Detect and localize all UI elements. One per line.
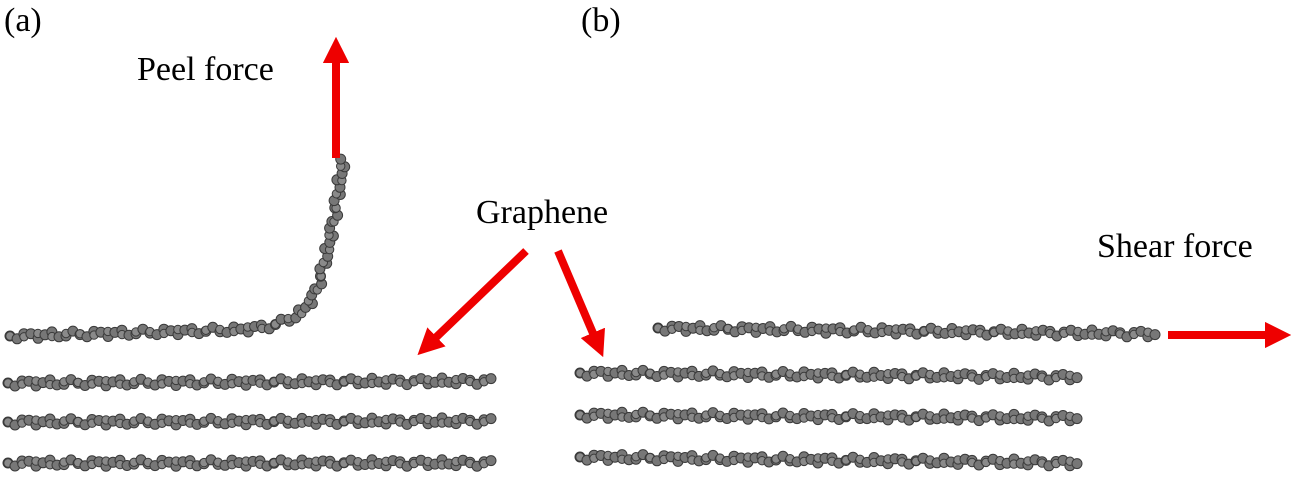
panel-a bbox=[2, 36, 497, 472]
graphene-pointer-left-arrow bbox=[417, 248, 529, 356]
peel-force-label: Peel force bbox=[137, 51, 274, 88]
sheared-graphene-sheet bbox=[652, 320, 1161, 343]
substrate-layer-a1 bbox=[2, 372, 497, 392]
substrate-layer-a2 bbox=[2, 412, 497, 431]
substrate-layer-b3 bbox=[574, 449, 1083, 472]
peeled-graphene-sheet bbox=[4, 153, 351, 345]
graphene-label: Graphene bbox=[476, 194, 609, 231]
shear-force-label: Shear force bbox=[1097, 228, 1253, 265]
graphene-pointer-right-arrow bbox=[554, 249, 605, 358]
panel-a-label: (a) bbox=[4, 2, 42, 39]
panel-b bbox=[574, 320, 1292, 472]
panel-b-label: (b) bbox=[581, 2, 621, 39]
substrate-layer-a3 bbox=[2, 454, 497, 472]
substrate-layer-b2 bbox=[574, 406, 1083, 427]
graphene-pointers bbox=[417, 248, 605, 358]
substrate-layer-b1 bbox=[574, 364, 1083, 386]
